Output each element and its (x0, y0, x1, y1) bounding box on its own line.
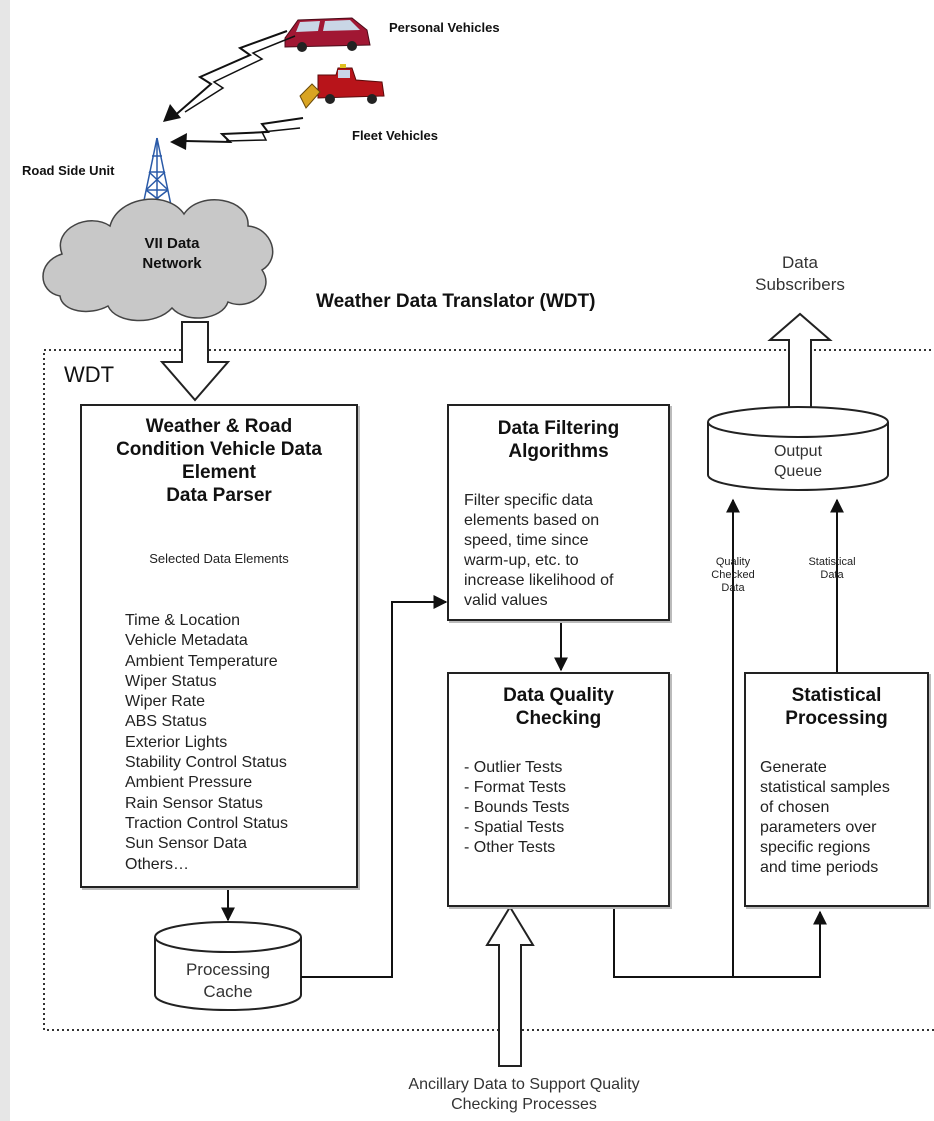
list-item: - Outlier Tests (464, 759, 563, 776)
filtering-text-line: speed, time since (464, 532, 589, 549)
filtering-text-line: Filter specific data (464, 492, 593, 509)
fleet-vehicles-label: Fleet Vehicles (352, 128, 438, 143)
ancillary-data-label: Ancillary Data to Support Quality Checki… (364, 1075, 684, 1115)
data-parser-title: Weather & Road Condition Vehicle Data El… (82, 415, 356, 507)
parser-title-line4: Data Parser (166, 485, 272, 506)
parser-title-line1: Weather & Road (145, 416, 293, 437)
list-item: Sun Sensor Data (125, 835, 247, 853)
processing-cache-label: Processing Cache (148, 959, 308, 1003)
filtering-text-line: increase likelihood of (464, 572, 614, 589)
selected-data-elements-label: Selected Data Elements (149, 551, 289, 566)
wdt-boundary (43, 349, 934, 1031)
statistical-data-label: Statistical Data (797, 556, 867, 582)
list-item: - Spatial Tests (464, 819, 565, 836)
data-element-list: Time & Location Vehicle Metadata Ambient… (125, 611, 288, 875)
quality-checked-data-label: Quality Checked Data (698, 556, 768, 595)
stat-text-line: parameters over (760, 819, 877, 836)
filtering-title-line1: Data Filtering (497, 418, 620, 439)
page-edge (0, 0, 10, 1121)
statistical-processing-box: Statistical Processing Generate statisti… (744, 672, 929, 907)
subscribers-line2: Subscribers (755, 275, 845, 294)
road-side-unit-label: Road Side Unit (22, 163, 115, 178)
quality-to-stat-arrow (613, 907, 827, 978)
signal-bolt-fleet (184, 117, 304, 144)
data-quality-box: Data Quality Checking - Outlier Tests - … (447, 672, 670, 907)
processing-cache-cylinder (154, 921, 302, 1011)
stat-text-line: of chosen (760, 799, 830, 816)
list-item: ABS Status (125, 713, 207, 731)
list-item: - Format Tests (464, 779, 566, 796)
quality-title-line1: Data Quality (503, 685, 614, 706)
data-filtering-description: Filter specific data elements based on s… (464, 491, 613, 611)
plow-truck-icon (299, 64, 385, 109)
stat-text-line: statistical samples (760, 779, 890, 796)
list-item: - Other Tests (464, 839, 556, 856)
ancillary-line2: Checking Processes (451, 1096, 597, 1113)
cache-line1: Processing (185, 960, 271, 979)
stat-text-line: and time periods (760, 859, 879, 876)
sd-line1: Statistical (808, 556, 856, 568)
list-item: Others… (125, 855, 190, 873)
quality-title-line2: Checking (515, 708, 602, 729)
stat-text-line: specific regions (760, 839, 871, 856)
ancillary-input-arrow (485, 905, 535, 1067)
subscribers-line1: Data (782, 253, 818, 272)
list-item: Vehicle Metadata (125, 632, 248, 650)
qcd-line3: Data (721, 582, 745, 594)
filtering-text-line: valid values (464, 592, 548, 609)
data-parser-box: Weather & Road Condition Vehicle Data El… (80, 404, 358, 888)
filtering-title-line2: Algorithms (508, 441, 609, 462)
output-queue-line1: Output (773, 443, 823, 460)
qcd-line1: Quality (715, 556, 751, 568)
list-item: Stability Control Status (125, 754, 287, 772)
signal-bolt-personal (171, 30, 288, 119)
data-quality-title: Data Quality Checking (449, 684, 668, 730)
list-item: Exterior Lights (125, 733, 228, 751)
network-input-arrow (159, 321, 231, 402)
list-item: Ambient Temperature (125, 652, 278, 670)
stat-title-line2: Processing (785, 708, 888, 729)
cache-line2: Cache (203, 982, 253, 1001)
network-label-line1: VII Data (144, 235, 200, 252)
list-item: Time & Location (125, 612, 241, 629)
parser-title-line3: Element (182, 462, 256, 483)
wdt-region-label: WDT (64, 362, 115, 387)
filtering-text-line: warm-up, etc. to (464, 552, 579, 569)
list-item: Ambient Pressure (125, 774, 253, 792)
personal-vehicles-label: Personal Vehicles (389, 20, 500, 35)
output-queue-cylinder (707, 406, 889, 491)
data-filtering-title: Data Filtering Algorithms (449, 417, 668, 463)
qcd-line2: Checked (711, 569, 755, 581)
network-label-line2: Network (142, 255, 202, 272)
output-queue-line2: Queue (773, 463, 823, 480)
list-item: Wiper Rate (125, 693, 206, 711)
list-item: Rain Sensor Status (125, 794, 263, 812)
quality-test-list: - Outlier Tests - Format Tests - Bounds … (464, 758, 570, 858)
list-item: Traction Control Status (125, 814, 289, 832)
data-subscribers-label: Data Subscribers (720, 252, 880, 296)
parser-title-line2: Condition Vehicle Data (116, 439, 322, 460)
diagram-title: Weather Data Translator (WDT) (316, 291, 596, 312)
filtering-text-line: elements based on (464, 512, 600, 529)
network-cloud (42, 198, 274, 322)
sd-line2: Data (820, 569, 844, 581)
stat-title-line1: Statistical (791, 685, 882, 706)
stat-text-line: Generate (760, 759, 827, 776)
data-filtering-box: Data Filtering Algorithms Filter specifi… (447, 404, 670, 621)
list-item: - Bounds Tests (464, 799, 570, 816)
ancillary-line1: Ancillary Data to Support Quality (408, 1076, 640, 1093)
list-item: Wiper Status (125, 672, 217, 690)
network-label: VII Data Network (92, 234, 252, 274)
statistical-processing-title: Statistical Processing (746, 684, 927, 730)
statistical-processing-description: Generate statistical samples of chosen p… (760, 758, 890, 878)
van-icon (284, 17, 371, 52)
cache-to-filter-arrow (301, 595, 448, 978)
output-queue-label: Output Queue (718, 442, 878, 482)
subscriber-output-arrow (767, 312, 833, 409)
